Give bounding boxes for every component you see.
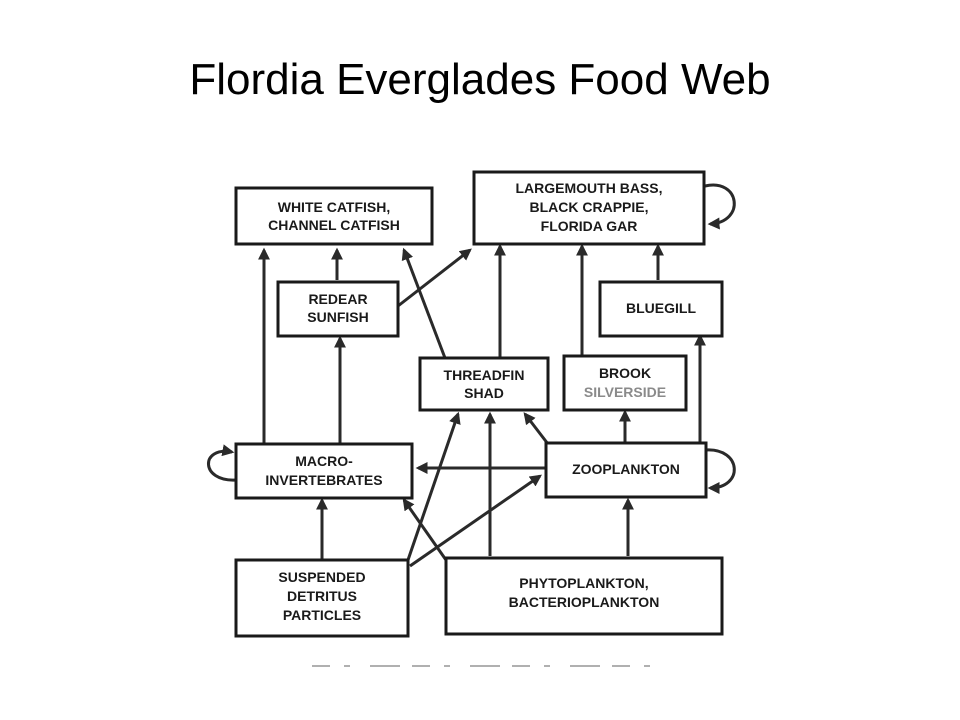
- node-label: SUNFISH: [307, 309, 368, 325]
- edge-redear-to-bass: [397, 248, 472, 308]
- node-box: [234, 186, 434, 246]
- node-label: LARGEMOUTH BASS,: [516, 180, 663, 196]
- node-zoo: ZOOPLANKTON: [544, 441, 708, 499]
- node-label: SILVERSIDE: [584, 384, 666, 400]
- node-macro: MACRO- INVERTEBRATES: [234, 442, 414, 500]
- node-box: [472, 170, 706, 246]
- edge-shad-to-catfish: [401, 247, 447, 359]
- node-catfish: WHITE CATFISH, CHANNEL CATFISH: [234, 186, 434, 246]
- node-box: [444, 556, 724, 636]
- edge-bass-self-loop: [704, 183, 736, 230]
- node-phyto: PHYTOPLANKTON, BACTERIOPLANKTON: [444, 556, 724, 636]
- edge-zoo-self-loop: [705, 448, 736, 494]
- node-box: [562, 354, 688, 412]
- node-redear: REDEAR SUNFISH: [276, 280, 400, 338]
- node-box: [544, 441, 708, 499]
- node-label: BLACK CRAPPIE,: [529, 199, 648, 215]
- node-label: SUSPENDED: [278, 569, 365, 585]
- node-label: DETRITUS: [287, 588, 357, 604]
- edges: [207, 183, 736, 568]
- node-label: BACTERIOPLANKTON: [509, 594, 660, 610]
- node-box: [234, 558, 410, 638]
- node-box: [234, 442, 414, 500]
- node-label: FLORIDA GAR: [541, 218, 638, 234]
- node-label: SHAD: [464, 385, 504, 401]
- edge-detritus-to-shad: [406, 411, 461, 561]
- node-label: BROOK: [599, 365, 651, 381]
- node-box: [418, 356, 550, 412]
- node-detritus: SUSPENDED DETRITUS PARTICLES: [234, 558, 410, 638]
- node-silverside: BROOK SILVERSIDE: [562, 354, 688, 412]
- node-bluegill: BLUEGILL: [598, 280, 724, 338]
- edge-macro-self-loop: [207, 444, 237, 482]
- edge-detritus-to-zoo: [409, 474, 542, 568]
- node-label: PHYTOPLANKTON,: [519, 575, 648, 591]
- node-shad: THREADFIN SHAD: [418, 356, 550, 412]
- node-label: ZOOPLANKTON: [572, 461, 680, 477]
- node-label: THREADFIN: [444, 367, 525, 383]
- edge-zoo-to-shad: [523, 412, 550, 445]
- node-label: BLUEGILL: [626, 300, 696, 316]
- page-title: Flordia Everglades Food Web: [189, 55, 771, 104]
- node-label: CHANNEL CATFISH: [268, 217, 400, 233]
- node-label: MACRO-: [295, 453, 353, 469]
- node-label: PARTICLES: [283, 607, 361, 623]
- node-label: WHITE CATFISH,: [278, 199, 391, 215]
- node-box: [598, 280, 724, 338]
- edge-phyto-to-macro: [402, 498, 448, 561]
- node-label: INVERTEBRATES: [265, 472, 382, 488]
- node-box: [276, 280, 400, 338]
- node-label: REDEAR: [308, 291, 367, 307]
- node-bass: LARGEMOUTH BASS, BLACK CRAPPIE, FLORIDA …: [472, 170, 706, 246]
